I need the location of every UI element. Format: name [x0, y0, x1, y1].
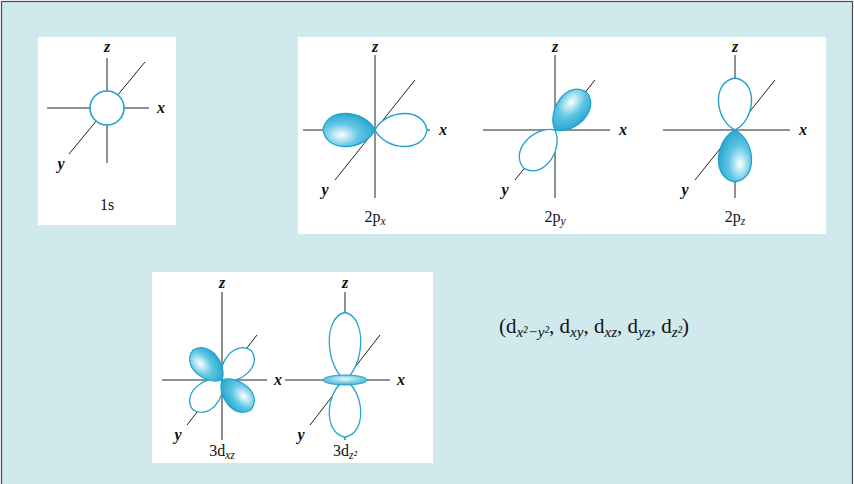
label-part: x — [619, 121, 627, 138]
label-part: , d — [617, 314, 638, 338]
subscript: x²−y² — [516, 324, 549, 340]
subscript: xz — [225, 449, 235, 461]
axis-label: z — [219, 274, 225, 292]
subscript: y — [560, 215, 565, 227]
label-part: x — [397, 371, 405, 388]
subscript: xy — [570, 324, 583, 340]
label-part: x — [274, 371, 282, 388]
axis-label: y — [681, 181, 688, 199]
subscript: z — [741, 215, 745, 227]
axis-label: y — [501, 181, 508, 199]
py-orbital — [483, 55, 610, 198]
label-part: 3d — [333, 442, 349, 459]
label-part: z — [732, 38, 738, 55]
label-part: y — [174, 426, 181, 443]
subscript: yz — [638, 324, 651, 340]
label-part: , d — [549, 314, 570, 338]
panel-ground — [152, 272, 433, 463]
axis-label: z — [372, 38, 378, 56]
axis-label: x — [157, 99, 165, 117]
label-part: x — [157, 99, 165, 116]
subscript: z² — [672, 324, 682, 340]
label-part: z — [372, 38, 378, 55]
axis-label: x — [619, 121, 627, 139]
axis-label: x — [397, 371, 405, 389]
label-part: x — [439, 121, 447, 138]
subscript: z² — [349, 449, 357, 461]
label-part: 3d — [209, 442, 225, 459]
label-part: 1s — [100, 196, 114, 213]
px-orbital — [303, 55, 430, 198]
orbital-label: 2pz — [725, 208, 745, 228]
label-part: x — [799, 121, 807, 138]
axis-label: y — [297, 426, 304, 444]
orbital-list: (dx²−y², dxy, dxz, dyz, dz²) — [499, 315, 689, 341]
label-part: z — [552, 38, 558, 55]
axis-label: y — [321, 181, 328, 199]
orbital-label: 3dz² — [333, 442, 357, 462]
axis-label: y — [174, 426, 181, 444]
orbital-label: 2px — [364, 208, 385, 228]
orbital-panel: z x y 1s — [38, 37, 176, 225]
orbital-label: 1s — [100, 196, 114, 214]
label-part: , d — [583, 314, 604, 338]
panel-ground — [298, 37, 826, 234]
axis-label: z — [552, 38, 558, 56]
axis-label: x — [799, 121, 807, 139]
orbital-panel: zxy2pxzxy2pyzxy2pz — [298, 37, 826, 234]
label-part: 2p — [544, 208, 560, 225]
subscript: x — [380, 215, 385, 227]
axis-label: z — [104, 38, 110, 56]
label-part: 2p — [725, 208, 741, 225]
label-part: y — [297, 426, 304, 443]
orbital-panel: zxy3dxzzxy3dz² — [152, 272, 433, 463]
pz-orbital — [663, 55, 790, 198]
label-part: z — [219, 274, 225, 291]
axis-label: y — [57, 155, 64, 173]
label-part: y — [501, 181, 508, 198]
axis-label: z — [342, 274, 348, 292]
label-part: , d — [651, 314, 672, 338]
dz2-orbital — [285, 292, 390, 440]
orbital-label: 3dxz — [209, 442, 235, 462]
label-part: 2p — [364, 208, 380, 225]
dxz-orbital — [162, 292, 267, 440]
panel-ground — [38, 37, 176, 225]
label-part: y — [681, 181, 688, 198]
orbital-label: 2py — [544, 208, 565, 228]
label-part: y — [321, 181, 328, 198]
label-part: z — [342, 274, 348, 291]
label-part: (d — [499, 314, 517, 338]
subscript: xz — [604, 324, 617, 340]
label-part: y — [57, 155, 64, 172]
s-orbital — [47, 58, 149, 163]
axis-label: z — [732, 38, 738, 56]
axis-label: x — [274, 371, 282, 389]
label-part: ) — [682, 314, 689, 338]
axis-label: x — [439, 121, 447, 139]
label-part: z — [104, 38, 110, 55]
